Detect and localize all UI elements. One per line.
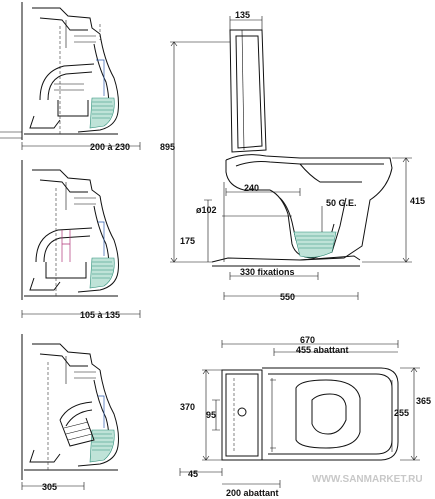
dim-200-abattant: 200 abattant <box>226 488 279 498</box>
dim-895: 895 <box>160 142 175 152</box>
dim-95: 95 <box>206 410 216 420</box>
dim-105-135: 105 à 135 <box>80 310 120 320</box>
dim-455-abattant: 455 abattant <box>296 345 349 355</box>
dim-365: 365 <box>416 396 431 406</box>
dim-255: 255 <box>394 408 409 418</box>
outlet-variant-vertical: 105 à 135 <box>21 160 141 320</box>
dim-330-fixations: 330 fixations <box>240 267 295 277</box>
dim-phi102: ø102 <box>196 205 217 215</box>
dim-370: 370 <box>180 402 195 412</box>
dim-305: 305 <box>42 482 57 492</box>
outlet-variant-angled: 305 <box>21 334 119 492</box>
watermark: WWW.SANMARKET.RU <box>312 474 423 485</box>
dim-200-230: 200 à 230 <box>90 142 130 152</box>
dim-175: 175 <box>180 236 195 246</box>
dim-135: 135 <box>235 10 250 20</box>
side-elevation-view: 895 135 240 ø102 175 50 G.E. 415 330 fix… <box>160 10 425 302</box>
dim-415: 415 <box>410 196 425 206</box>
dim-670: 670 <box>300 335 315 345</box>
dim-50-ge: 50 G.E. <box>326 198 357 208</box>
plan-view: 670 455 abattant 370 95 255 365 45 200 a… <box>179 335 431 498</box>
dim-550: 550 <box>280 292 295 302</box>
dim-45: 45 <box>188 469 198 479</box>
outlet-variant-horizontal: 200 à 230 <box>0 2 141 152</box>
dim-240: 240 <box>244 183 259 193</box>
